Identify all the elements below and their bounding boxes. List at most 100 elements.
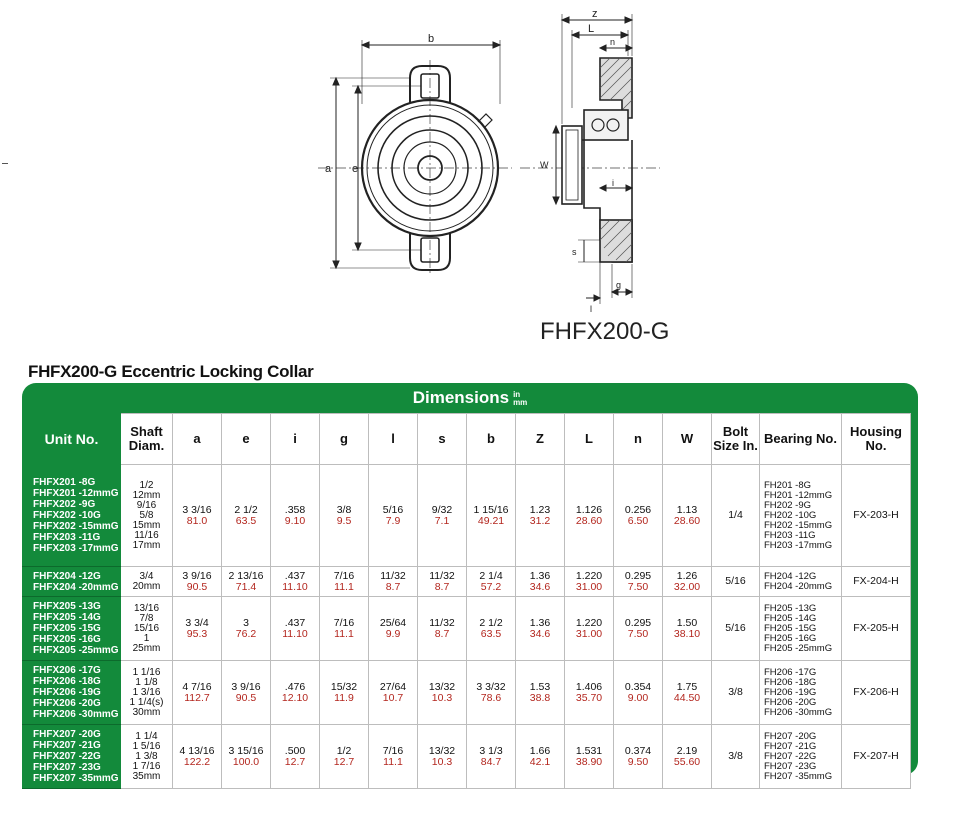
- dim-inch: 13/32: [428, 744, 456, 757]
- header-e: e: [221, 413, 271, 465]
- header-unit-no: Unit No.: [22, 413, 121, 465]
- bolt-size: 5/16: [725, 622, 746, 634]
- shaft-diam: 1 1/8: [135, 676, 158, 688]
- shaft-diam: 1 1/4: [135, 730, 158, 742]
- unit-no: FHFX202 -9G: [33, 499, 96, 510]
- dim-inch: 1.26: [676, 569, 698, 582]
- dim-inch: 1.220: [575, 569, 603, 582]
- dim-mm: 32.00: [673, 580, 701, 593]
- housing-no: FX-204-H: [853, 575, 899, 587]
- unit-no: FHFX203 -17mmG: [33, 543, 119, 554]
- dim-inch: 3: [243, 616, 249, 629]
- dim-mm: 90.5: [186, 580, 208, 593]
- dim-mm: 84.7: [480, 755, 502, 768]
- dim-mm: 11.1: [383, 755, 403, 768]
- shaft-diam: 9/16: [136, 499, 157, 511]
- unit-no: FHFX205 -15G: [33, 623, 101, 634]
- dim-inch: 27/64: [379, 680, 407, 693]
- dim-inch: 7/16: [382, 744, 404, 757]
- label-b: b: [428, 33, 434, 45]
- dim-inch: .358: [284, 503, 306, 516]
- dim-mm: 31.00: [575, 580, 603, 593]
- dim-mm: 28.60: [673, 514, 701, 527]
- dim-mm: 11.1: [334, 580, 354, 593]
- label-a: a: [325, 163, 332, 175]
- shaft-diam: 3/4: [139, 570, 154, 582]
- dim-mm: 49.21: [477, 514, 505, 527]
- dim-mm: 12.7: [284, 755, 306, 768]
- housing-no: FX-203-H: [853, 509, 899, 521]
- shaft-diam: 30mm: [132, 706, 161, 718]
- shaft-diam: 5/8: [139, 509, 154, 521]
- housing-no: FX-207-H: [853, 750, 899, 762]
- shaft-diam: 17mm: [132, 539, 161, 551]
- bearing-no: FH205 -25mmG: [764, 642, 833, 654]
- bolt-size: 1/4: [728, 509, 743, 521]
- label-l: l: [590, 304, 592, 314]
- bolt-cell: 5/16: [711, 596, 760, 661]
- unit-no: FHFX206 -30mmG: [33, 709, 119, 720]
- bolt-cell: 1/4: [711, 464, 760, 567]
- shaft-diam: 1 7/16: [132, 760, 161, 772]
- dim-inch: 2 13/16: [228, 569, 264, 582]
- dim-mm: 71.4: [235, 580, 257, 593]
- dim-inch: 1 15/16: [473, 503, 509, 516]
- technical-drawing: b a e z L n W i s g l: [318, 8, 660, 314]
- unit-no: FHFX204 -20mmG: [33, 581, 119, 593]
- unit-no: FHFX206 -18G: [33, 676, 101, 687]
- dim-mm: 78.6: [480, 691, 502, 704]
- unit-no: FHFX205 -14G: [33, 612, 101, 623]
- dim-inch: 3 3/16: [182, 503, 212, 516]
- label-i: i: [612, 178, 614, 188]
- model-label: FHFX200-G: [540, 318, 670, 345]
- header-w: W: [662, 413, 712, 465]
- dim-mm: 34.6: [529, 627, 551, 640]
- unit-no: FHFX201 -8G: [33, 477, 96, 488]
- header-l: l: [368, 413, 418, 465]
- label-w: W: [540, 160, 549, 170]
- bearing-no: FH202 -15mmG: [764, 519, 833, 531]
- dim-inch: 0.295: [624, 616, 652, 629]
- housing-no: FX-206-H: [853, 686, 899, 698]
- dim-inch: 4 13/16: [179, 744, 215, 757]
- dim-inch: 9/32: [431, 503, 453, 516]
- dim-mm: 112.7: [184, 691, 210, 704]
- housing-cell: FX-203-H: [841, 464, 911, 567]
- dim-mm: 55.60: [673, 755, 701, 768]
- dim-inch: .437: [284, 569, 306, 582]
- dim-mm: 63.5: [480, 627, 502, 640]
- unit-no: FHFX205 -25mmG: [33, 645, 119, 656]
- dim-inch: 1.53: [529, 680, 551, 693]
- dim-mm: 9.10: [284, 514, 306, 527]
- bearing-no: FH205 -14G: [764, 612, 817, 624]
- dim-mm: 57.2: [480, 580, 502, 593]
- dim-mm: 10.7: [382, 691, 404, 704]
- bearing-no: FH207 -21G: [764, 740, 817, 752]
- label-L: L: [588, 23, 594, 35]
- header-n: n: [613, 413, 663, 465]
